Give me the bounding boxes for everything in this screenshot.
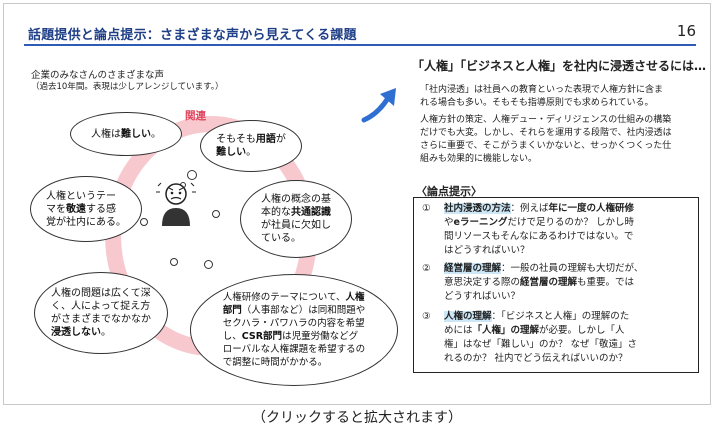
paragraph-body: 人権方針の策定、人権デュー・ディリジェンスの仕組みの構築だけでも大変。しかし、そ… (420, 115, 672, 164)
point-1: ① 社内浸透の方法：例えば年に一度の人権研修 やeラーニングだけで足りるのか？ … (422, 203, 635, 256)
voice-bubble-1: 人権は難しい。 (70, 112, 182, 156)
arrow-icon (361, 88, 396, 123)
thought-dot (170, 258, 178, 266)
point-3: ③ 人権の理解：「ビジネスと人権」の理解のた めには「人権」の理解が必要。しかし… (422, 311, 638, 364)
voice-text: 人権の問題は広くて深く、人によって捉え方がさまざまでなかなか浸透しない。 (51, 288, 151, 338)
voice-text: そもそも用語が難しい。 (216, 134, 286, 158)
voice-text: 人権研修のテーマについて、人権 部門（人事部など）は同和問題や セクハラ・パワハ… (222, 292, 366, 368)
related-label: 関連 (185, 110, 206, 122)
voice-bubble-2: そもそも用語が難しい。 (200, 120, 302, 172)
thought-dot (187, 170, 197, 180)
voice-text: 人権の概念の基本的な共通認識が社員に欠如している。 (261, 194, 331, 244)
thought-dot (212, 210, 220, 218)
slide[interactable]: 話題提供と論点提示：さまざまな声から見えてくる課題 16 企業のみなさんのさまざ… (3, 3, 711, 405)
voice-text: 人権というテーマを敬遠する感覚が社内にある。 (46, 190, 126, 228)
voice-bubble-6: 人権研修のテーマについて、人権 部門（人事部など）は同和問題や セクハラ・パワハ… (190, 274, 398, 386)
worried-person-icon (156, 182, 196, 226)
voice-text: 人権は難しい。 (91, 128, 161, 140)
points-heading: 〈論点提示〉 (416, 185, 482, 198)
page-number: 16 (676, 22, 696, 40)
voice-bubble-5: 人権の問題は広くて深く、人によって捉え方がさまざまでなかなか浸透しない。 (34, 272, 168, 354)
enlarge-caption: （クリックすると拡大されます） (252, 410, 462, 426)
section-title: 「人権」「ビジネスと人権」を社内に浸透させるには… (412, 59, 707, 73)
voice-bubble-4: 人権の概念の基本的な共通認識が社員に欠如している。 (240, 180, 352, 258)
point-2: ② 経営層の理解：一般の社員の理解も大切だが、 意思決定する際の経営層の理解も重… (422, 263, 644, 302)
voice-bubble-3: 人権というテーマを敬遠する感覚が社内にある。 (30, 176, 142, 242)
voices-heading: 企業のみなさんのさまざまな声 (31, 70, 165, 81)
title-underline (24, 44, 696, 46)
voices-subheading: （過去10年間。表現は少しアレンジしています。） (31, 82, 224, 92)
slide-title: 話題提供と論点提示：さまざまな声から見えてくる課題 (28, 28, 357, 43)
paragraph-intro: 「社内浸透」は社員への教育といった表現で人権方針に含まれる場合も多い。そもそも指… (420, 85, 664, 108)
points-box: ① 社内浸透の方法：例えば年に一度の人権研修 やeラーニングだけで足りるのか？ … (413, 197, 699, 373)
thought-dot (204, 260, 213, 269)
thought-dot (140, 218, 148, 226)
